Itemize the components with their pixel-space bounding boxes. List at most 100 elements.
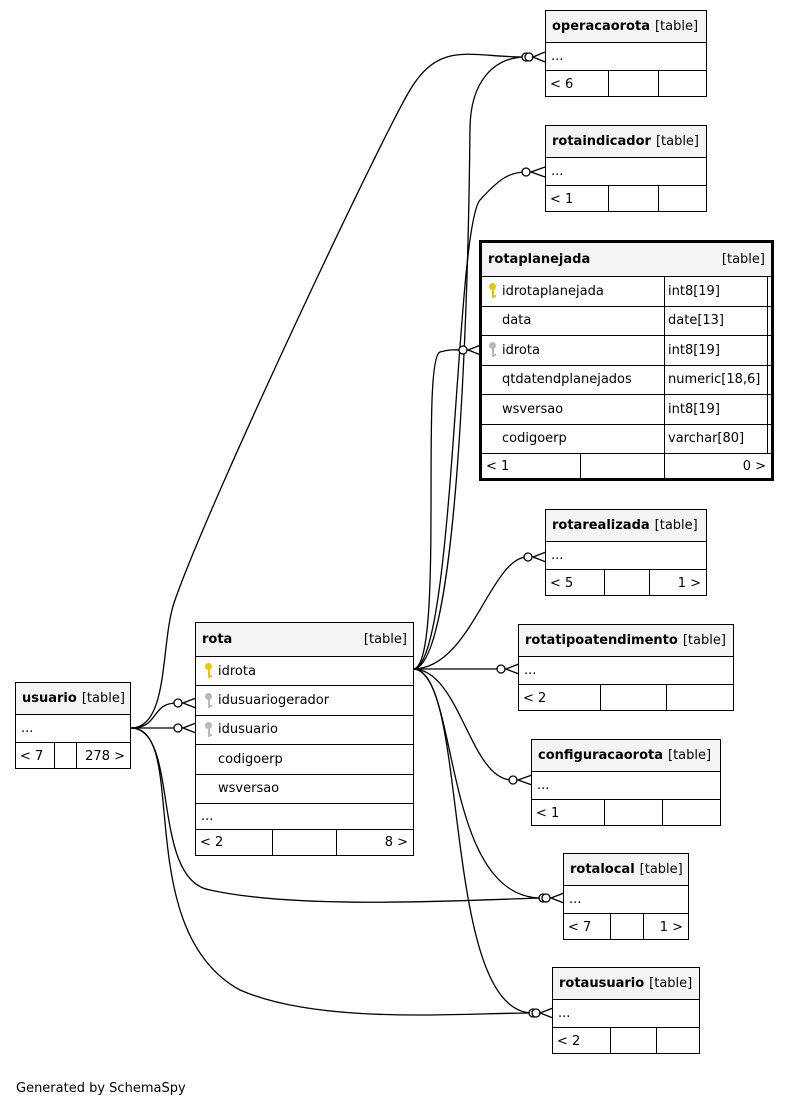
foreign-key-icon <box>488 342 498 358</box>
nav-parents[interactable]: < 2 <box>200 835 224 851</box>
column-name: codigoerp <box>218 751 283 767</box>
table-nav-row: < 2 8 > <box>196 828 413 856</box>
column-row[interactable]: idusuario <box>196 714 413 744</box>
column-row[interactable]: wsversao int8[19] <box>482 394 771 424</box>
crowfoot <box>516 774 533 786</box>
edge-usuario-operacaorota <box>130 53 525 729</box>
table-type-label: [table] <box>649 976 693 991</box>
column-name: idusuario <box>218 722 278 738</box>
nav-children[interactable] <box>662 800 720 826</box>
edge-usuario-rotausuario <box>130 727 532 1016</box>
table-type-label: [table] <box>721 252 765 267</box>
foreign-key-icon <box>204 692 214 709</box>
nav-children[interactable]: 1 > <box>643 914 688 940</box>
collapsed-columns: ... <box>16 714 130 742</box>
table-nav-row: < 1 <box>546 185 706 212</box>
table-rotalocal[interactable]: rotalocal [table] ... < 7 1 > <box>563 853 689 940</box>
nav-children[interactable] <box>658 71 706 97</box>
column-row[interactable]: codigoerp <box>196 744 413 773</box>
column-row[interactable]: idrota <box>196 656 413 685</box>
nav-parents[interactable]: < 7 <box>20 748 44 764</box>
table-usuario[interactable]: usuario [table] ... < 7 278 > <box>15 682 131 769</box>
nav-children[interactable]: 278 > <box>76 743 130 769</box>
collapsed-columns: ... <box>564 885 688 913</box>
table-type-label: [table] <box>654 518 698 533</box>
table-nav-row: < 7 278 > <box>16 742 130 769</box>
column-row[interactable]: idusuariogerador <box>196 685 413 714</box>
table-rotarealizada[interactable]: rotarealizada [table] ... < 5 1 > <box>545 509 707 596</box>
nav-middle <box>608 186 658 212</box>
nav-parents[interactable]: < 1 <box>550 191 574 207</box>
table-name: rota <box>202 632 233 647</box>
primary-key-icon <box>488 283 498 299</box>
table-nav-row: < 6 <box>546 70 706 97</box>
nav-children[interactable]: 1 > <box>649 570 706 596</box>
crowfoot <box>549 892 565 904</box>
edge-usuario-rotalocal <box>130 727 542 903</box>
column-name: codigoerp <box>502 431 567 447</box>
crowfoot <box>529 166 546 178</box>
column-type: int8[19] <box>664 395 768 424</box>
nav-children[interactable]: 8 > <box>336 829 413 856</box>
nav-parents[interactable]: < 1 <box>486 459 510 474</box>
collapsed-columns: ... <box>546 157 706 185</box>
edge-end-circle <box>541 893 551 903</box>
nav-parents[interactable]: < 6 <box>550 76 574 92</box>
table-nav-row: < 1 0 > <box>482 453 771 479</box>
edge-end-circle <box>508 775 518 785</box>
table-type-label: [table] <box>81 691 125 706</box>
table-header: rotaindicador [table] <box>546 126 706 157</box>
nav-middle <box>272 829 336 856</box>
table-operacaorota[interactable]: operacaorota [table] ... < 6 <box>545 10 707 97</box>
nav-parents[interactable]: < 2 <box>523 690 547 706</box>
edge-rota-configuracaorota <box>412 668 513 781</box>
generated-by-footer: Generated by SchemaSpy <box>16 1081 186 1096</box>
table-rotausuario[interactable]: rotausuario [table] ... < 2 <box>552 967 700 1054</box>
nav-parents[interactable]: < 7 <box>568 919 592 935</box>
table-nav-row: < 7 1 > <box>564 913 688 940</box>
collapsed-columns: ... <box>546 541 706 569</box>
table-name: rotausuario <box>559 976 645 991</box>
table-name: operacaorota <box>552 19 650 34</box>
table-type-label: [table] <box>682 633 726 648</box>
nav-middle <box>580 454 664 479</box>
nav-parents[interactable]: < 5 <box>550 575 574 591</box>
nav-children[interactable]: 0 > <box>664 454 771 479</box>
table-configuracaorota[interactable]: configuracaorota [table] ... < 1 <box>531 739 721 826</box>
column-row[interactable]: codigoerp varchar[80] <box>482 423 771 453</box>
column-type: varchar[80] <box>664 424 768 453</box>
nav-parents[interactable]: < 2 <box>557 1033 581 1049</box>
edge-end-circle <box>521 167 531 177</box>
table-name: rotaindicador <box>552 134 651 149</box>
table-header: rotalocal [table] <box>564 854 688 885</box>
collapsed-columns: ... <box>519 656 733 684</box>
table-rota[interactable]: rota [table] idrota idusuariogerador idusu… <box>195 622 414 856</box>
column-type: date[13] <box>664 306 768 335</box>
table-rotaindicador[interactable]: rotaindicador [table] ... < 1 <box>545 125 707 212</box>
nav-children[interactable] <box>656 1028 699 1054</box>
foreign-key-icon <box>204 721 214 738</box>
table-header: rotarealizada [table] <box>546 510 706 541</box>
nav-children[interactable] <box>658 186 706 212</box>
nav-middle <box>604 800 662 826</box>
table-rotatipoatendimento[interactable]: rotatipoatendimento [table] ... < 2 <box>518 624 734 711</box>
table-name: rotatipoatendimento <box>525 633 678 648</box>
table-name: rotarealizada <box>552 518 650 533</box>
column-name: wsversao <box>218 781 280 797</box>
nav-children[interactable] <box>666 685 733 711</box>
nav-parents[interactable]: < 1 <box>536 805 560 821</box>
edge-end-circle <box>496 664 506 674</box>
nav-middle <box>610 1028 656 1054</box>
column-type: int8[19] <box>664 336 768 365</box>
column-name: wsversao <box>502 401 564 417</box>
column-row[interactable]: wsversao <box>196 773 413 803</box>
table-nav-row: < 2 <box>519 684 733 711</box>
column-name: idusuariogerador <box>218 693 330 709</box>
column-name: idrota <box>218 663 256 679</box>
table-type-label: [table] <box>363 632 407 647</box>
